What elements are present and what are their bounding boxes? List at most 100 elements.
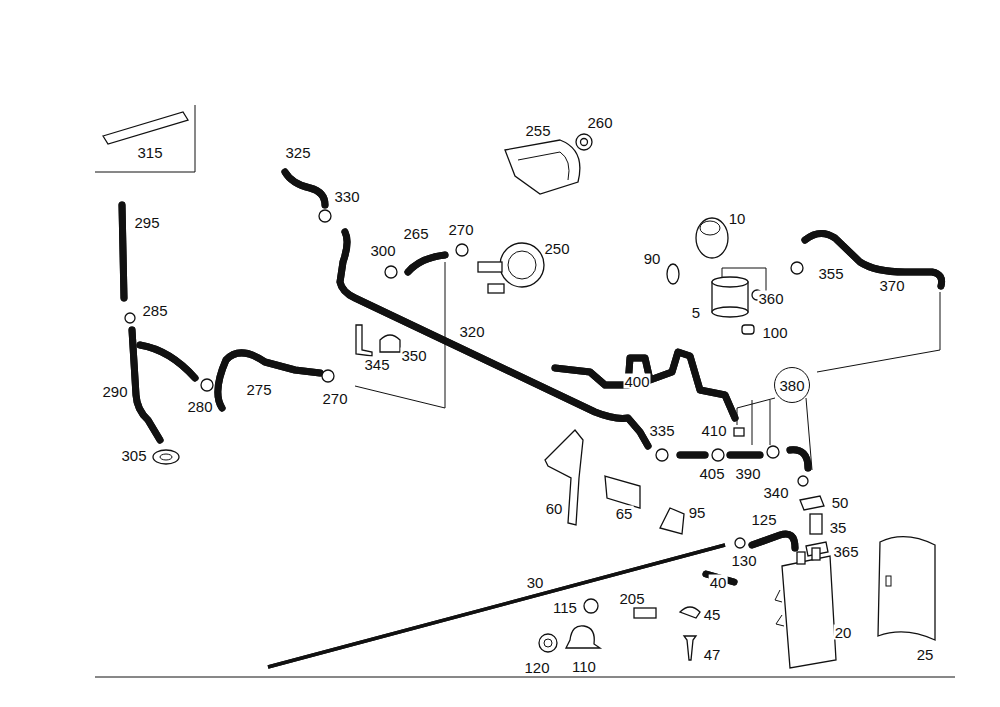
canister-tab bbox=[775, 590, 784, 626]
grommet bbox=[742, 325, 754, 334]
callout-number: 50 bbox=[831, 495, 850, 510]
callout-number: 125 bbox=[750, 512, 777, 527]
valve bbox=[500, 243, 544, 287]
pipe bbox=[555, 352, 735, 418]
callout-number: 400 bbox=[623, 374, 650, 389]
purge-valve bbox=[712, 307, 748, 317]
gasket bbox=[667, 264, 679, 284]
clip bbox=[734, 428, 744, 436]
callout-number: 100 bbox=[761, 325, 788, 340]
leader-line bbox=[806, 398, 812, 470]
hose-clamp bbox=[712, 449, 724, 461]
washer bbox=[544, 639, 552, 647]
washer bbox=[539, 634, 557, 652]
leader-line bbox=[817, 292, 940, 372]
pipe bbox=[340, 232, 648, 446]
bottom-rule bbox=[95, 677, 955, 678]
hose bbox=[285, 172, 325, 205]
cap bbox=[700, 221, 720, 235]
callout-number: 30 bbox=[526, 575, 545, 590]
callout-number: 110 bbox=[571, 659, 597, 674]
clip bbox=[380, 335, 400, 352]
callout-number: 255 bbox=[524, 123, 551, 138]
rod-part bbox=[103, 112, 188, 144]
callout-number: 300 bbox=[369, 243, 396, 258]
shield bbox=[878, 537, 935, 640]
connector bbox=[810, 514, 822, 534]
callout-number: 370 bbox=[878, 278, 905, 293]
screw bbox=[684, 636, 696, 660]
callout-number: 355 bbox=[817, 266, 844, 281]
leader-line bbox=[737, 398, 775, 425]
hose-clamp bbox=[201, 379, 213, 391]
callout-number: 325 bbox=[284, 145, 311, 160]
leader-bracket bbox=[355, 262, 445, 408]
nut bbox=[584, 599, 598, 613]
callout-number: 275 bbox=[245, 382, 272, 397]
hose bbox=[680, 452, 705, 459]
valve bbox=[508, 251, 536, 279]
callout-number: 270 bbox=[321, 391, 348, 406]
plate bbox=[605, 476, 640, 508]
callout-number: 47 bbox=[703, 647, 722, 662]
clip bbox=[800, 496, 824, 510]
grommet bbox=[660, 508, 684, 534]
hose-clamp bbox=[125, 313, 135, 323]
hose bbox=[680, 453, 705, 457]
hose-clamp bbox=[767, 446, 779, 458]
rod bbox=[268, 545, 725, 667]
callout-number: 20 bbox=[834, 625, 853, 640]
hose bbox=[752, 534, 795, 548]
hose-clamp bbox=[798, 476, 808, 486]
clip bbox=[680, 607, 700, 618]
heat-shield bbox=[505, 140, 580, 194]
hose-clamp bbox=[791, 262, 803, 274]
callout-number: 205 bbox=[618, 591, 645, 606]
charcoal-canister bbox=[782, 556, 836, 668]
callout-number: 320 bbox=[458, 324, 485, 339]
block bbox=[634, 608, 656, 618]
callout-circle: 380 bbox=[774, 367, 810, 403]
pipe bbox=[140, 345, 195, 378]
callout-number: 45 bbox=[703, 607, 722, 622]
nut bbox=[576, 134, 592, 150]
cap bbox=[696, 218, 728, 258]
hose-clamp bbox=[656, 449, 668, 461]
hose bbox=[285, 172, 325, 205]
bracket bbox=[356, 325, 372, 356]
callout-number: 295 bbox=[133, 215, 160, 230]
clamp bbox=[566, 626, 600, 648]
rod bbox=[268, 545, 725, 667]
callout-number: 410 bbox=[700, 423, 727, 438]
canister-port bbox=[812, 548, 820, 560]
hose bbox=[122, 205, 124, 298]
callout-number: 270 bbox=[447, 222, 474, 237]
callout-number: 405 bbox=[698, 466, 725, 481]
elbow-hose bbox=[790, 450, 808, 468]
fitting bbox=[730, 452, 760, 459]
callout-number: 265 bbox=[402, 226, 429, 241]
callout-number: 305 bbox=[120, 448, 147, 463]
callout-number: 360 bbox=[757, 291, 784, 306]
heat-shield bbox=[518, 152, 569, 180]
callout-number: 60 bbox=[545, 501, 564, 516]
hose-clamp bbox=[319, 210, 331, 222]
hose bbox=[752, 534, 795, 548]
callout-number: 35 bbox=[829, 520, 848, 535]
valve-port bbox=[488, 284, 504, 293]
grommet bbox=[160, 454, 172, 460]
callout-number: 65 bbox=[615, 506, 634, 521]
pipe bbox=[140, 345, 195, 378]
callout-number: 130 bbox=[730, 553, 757, 568]
callout-number: 260 bbox=[586, 115, 613, 130]
callout-number: 340 bbox=[762, 485, 789, 500]
bracket bbox=[545, 430, 583, 525]
callout-number: 390 bbox=[734, 466, 761, 481]
fitting bbox=[730, 453, 760, 457]
callout-number: 250 bbox=[543, 241, 570, 256]
callout-number: 115 bbox=[552, 600, 578, 615]
callout-number: 365 bbox=[832, 544, 859, 559]
